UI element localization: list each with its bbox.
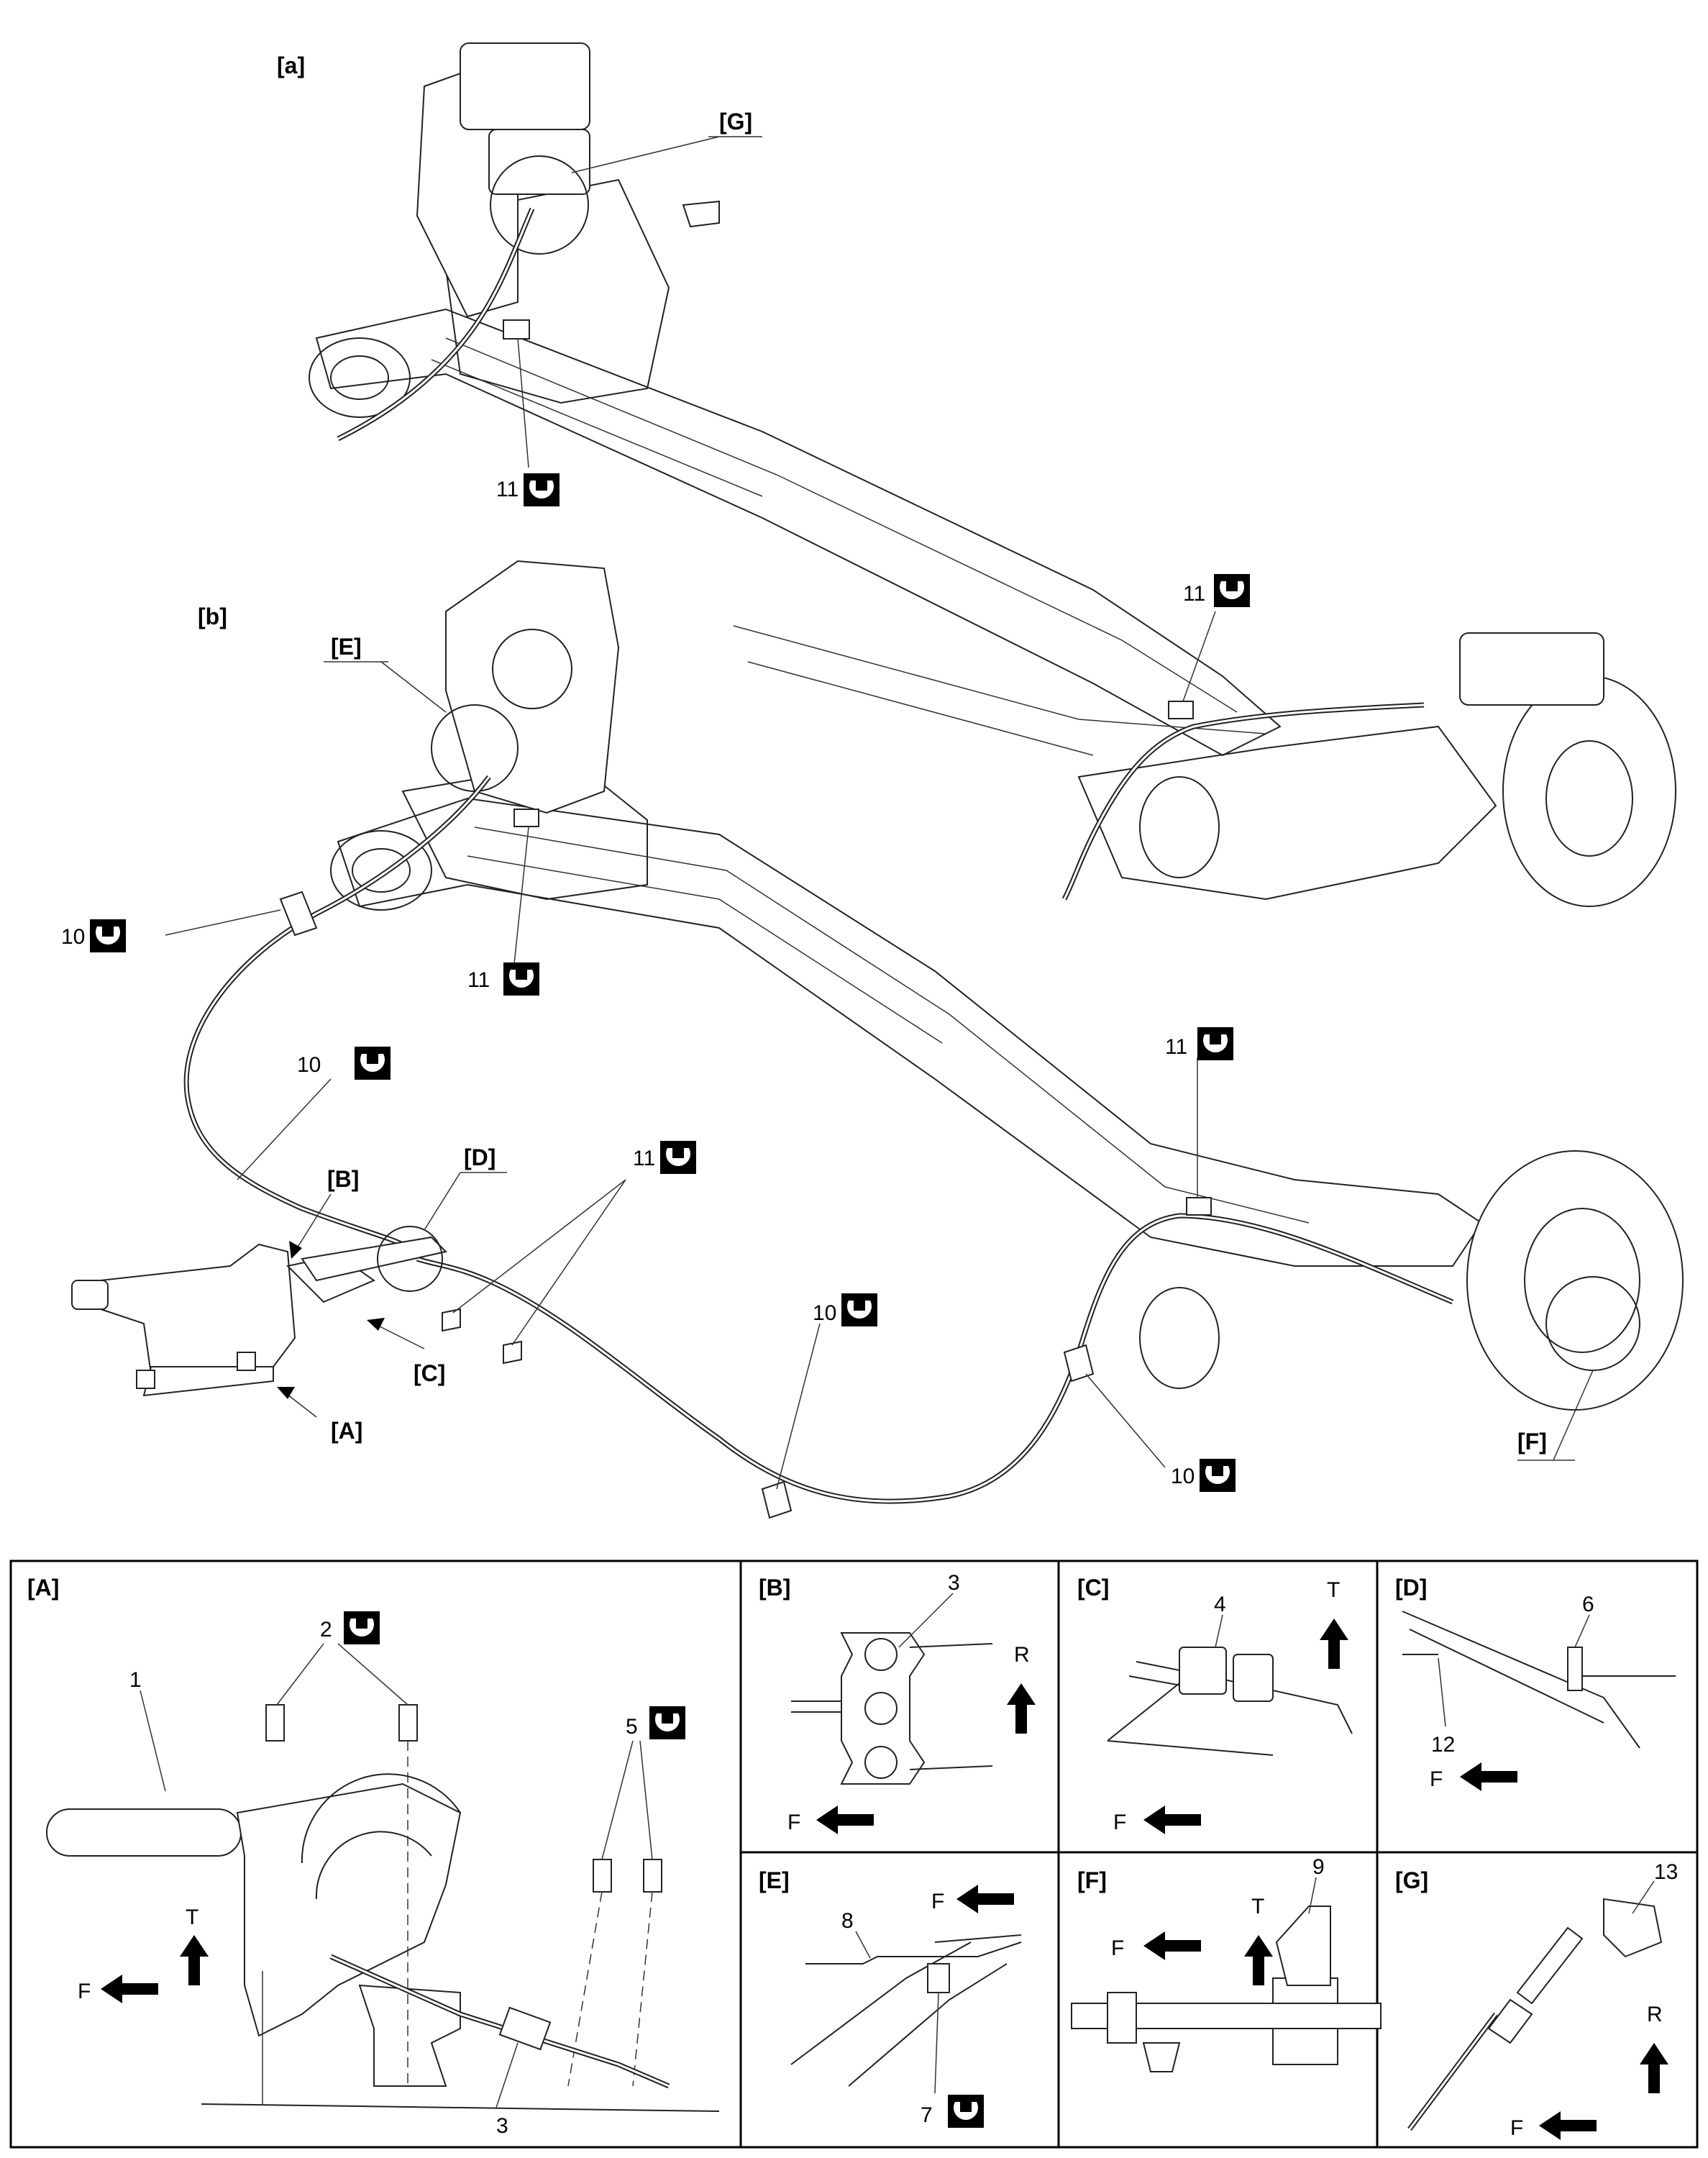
- torque-wrench-icon: [948, 2095, 984, 2128]
- brake-caliper-a: [460, 42, 590, 130]
- panel-C-dir-F: F: [1113, 1811, 1126, 1834]
- panel-B-part-3: 3: [948, 1571, 960, 1595]
- ref-E-label: [E]: [331, 634, 362, 660]
- torque-code-b: (b): [702, 1149, 728, 1171]
- torque-wrench-icon: [1200, 1459, 1236, 1492]
- torque-wrench-icon: [90, 919, 126, 952]
- panel-A: [A] 2 (a) 5: [27, 1575, 720, 2138]
- panel-F-dir-T: T: [1251, 1895, 1264, 1918]
- panel-B-dir-R: R: [1014, 1643, 1030, 1667]
- panel-D-title: [D]: [1395, 1575, 1427, 1601]
- torque-code-a: (a): [385, 1619, 410, 1642]
- panel-F-dir-F: F: [1111, 1936, 1124, 1960]
- torque-wrench-icon: [344, 1611, 380, 1644]
- trailing-arm-right: [1077, 725, 1497, 901]
- panel-C: [C] 4 T F: [1077, 1575, 1353, 1834]
- torque-code-a: (a): [691, 1714, 716, 1736]
- detail-panels: [A] 2 (a) 5: [9, 1560, 1699, 2149]
- panel-D: [D] 6 12 F: [1395, 1575, 1676, 1791]
- panel-B-dir-F: F: [787, 1811, 800, 1834]
- callout-11-right: 11: [1183, 582, 1205, 606]
- callout-11-b: 11: [633, 1147, 655, 1170]
- callout-11-lower-right: 11: [1165, 1035, 1187, 1059]
- torque-wrench-icon: [1197, 1027, 1233, 1060]
- torque-wrench-icon: [524, 473, 560, 506]
- torque-code-a: (a): [132, 927, 156, 950]
- backing-plate-left: [445, 560, 620, 814]
- torque-code-a: (a): [545, 970, 570, 993]
- panel-E-dir-F: F: [931, 1890, 944, 1913]
- ref-B-label: [B]: [327, 1166, 359, 1192]
- panel-B-title: [B]: [759, 1575, 790, 1601]
- panel-C-title: [C]: [1077, 1575, 1109, 1601]
- panel-A-dir-F: F: [78, 1980, 91, 2003]
- torque-wrench-icon: [841, 1293, 877, 1326]
- torque-code-b: (b): [396, 1055, 422, 1077]
- panel-G-dir-R: R: [1647, 2003, 1663, 2026]
- torque-wrench-icon: [660, 1141, 696, 1174]
- torque-wrench-icon: [1214, 574, 1250, 607]
- parking-brake-lever-b: [71, 1243, 296, 1397]
- panel-E-part-7: 7: [921, 2103, 933, 2127]
- ref-C-label: [C]: [414, 1360, 445, 1386]
- brake-disc-right: [1502, 675, 1676, 907]
- torque-code-b: (b): [990, 2103, 1015, 2125]
- view-a: [a] [G] 11 (a): [277, 42, 1282, 757]
- panel-A-part-3: 3: [496, 2114, 508, 2138]
- panel-C-part-4: 4: [1214, 1593, 1226, 1616]
- panel-D-part-12: 12: [1431, 1733, 1455, 1757]
- panel-D-part-6: 6: [1582, 1593, 1594, 1616]
- panel-A-title: [A]: [27, 1575, 59, 1601]
- detail-circle-D: [377, 1226, 443, 1292]
- torque-code-a: (a): [565, 481, 590, 504]
- panel-A-dir-T: T: [186, 1906, 198, 1929]
- view-b: [b] [E] [F]: [61, 560, 1684, 1519]
- panel-B: [B] 3 R F: [759, 1571, 1036, 1834]
- callout-10-a-left: 10: [61, 925, 85, 949]
- panel-E: [E] 8 7 (b) F: [759, 1867, 1022, 2128]
- panel-G-part-13: 13: [1654, 1860, 1678, 1884]
- callout-10-a-bottom: 10: [1171, 1465, 1195, 1488]
- callout-11-mid: 11: [467, 968, 490, 992]
- torque-code-a: (a): [1241, 1467, 1266, 1489]
- panel-D-dir-F: F: [1430, 1767, 1443, 1791]
- torque-code-a: (a): [1256, 582, 1280, 604]
- ref-F-label: [F]: [1517, 1429, 1547, 1454]
- panel-G-title: [G]: [1395, 1867, 1428, 1893]
- view-a-label: [a]: [277, 53, 305, 78]
- panel-F-title: [F]: [1077, 1867, 1107, 1893]
- ref-D-label: [D]: [464, 1144, 495, 1170]
- callout-10-b-bottom: 10: [813, 1301, 836, 1325]
- panel-E-part-8: 8: [841, 1909, 854, 1933]
- torque-code-b: (b): [883, 1301, 909, 1324]
- brake-caliper-right: [1459, 632, 1604, 706]
- panel-F-part-9: 9: [1312, 1855, 1325, 1879]
- panel-F: [F] 9 T F: [1071, 1855, 1382, 2072]
- callout-10-b-left: 10: [297, 1053, 321, 1077]
- detail-circle-G: [490, 155, 589, 255]
- torque-wrench-icon: [503, 962, 539, 996]
- trailing-arm-a: [437, 178, 670, 404]
- torque-wrench-icon: [355, 1047, 391, 1080]
- panel-A-part-5: 5: [626, 1715, 638, 1739]
- torque-code-a: (a): [1239, 1035, 1264, 1057]
- rear-axle-beam-b: [337, 797, 1483, 1267]
- panel-C-dir-T: T: [1327, 1578, 1340, 1602]
- panel-G: [G] 13 R F: [1395, 1860, 1678, 2140]
- panel-A-part-1: 1: [129, 1668, 142, 1692]
- callout-11-top: 11: [496, 478, 519, 501]
- view-b-label: [b]: [198, 604, 227, 629]
- ref-G-label: [G]: [719, 109, 752, 135]
- panel-A-part-2: 2: [320, 1618, 332, 1642]
- parking-brake-cable-right-lower: [416, 1213, 1454, 1504]
- panel-E-title: [E]: [759, 1867, 790, 1893]
- torque-wrench-icon: [649, 1706, 685, 1739]
- ref-A-label: [A]: [331, 1418, 362, 1444]
- panel-G-dir-F: F: [1510, 2116, 1523, 2140]
